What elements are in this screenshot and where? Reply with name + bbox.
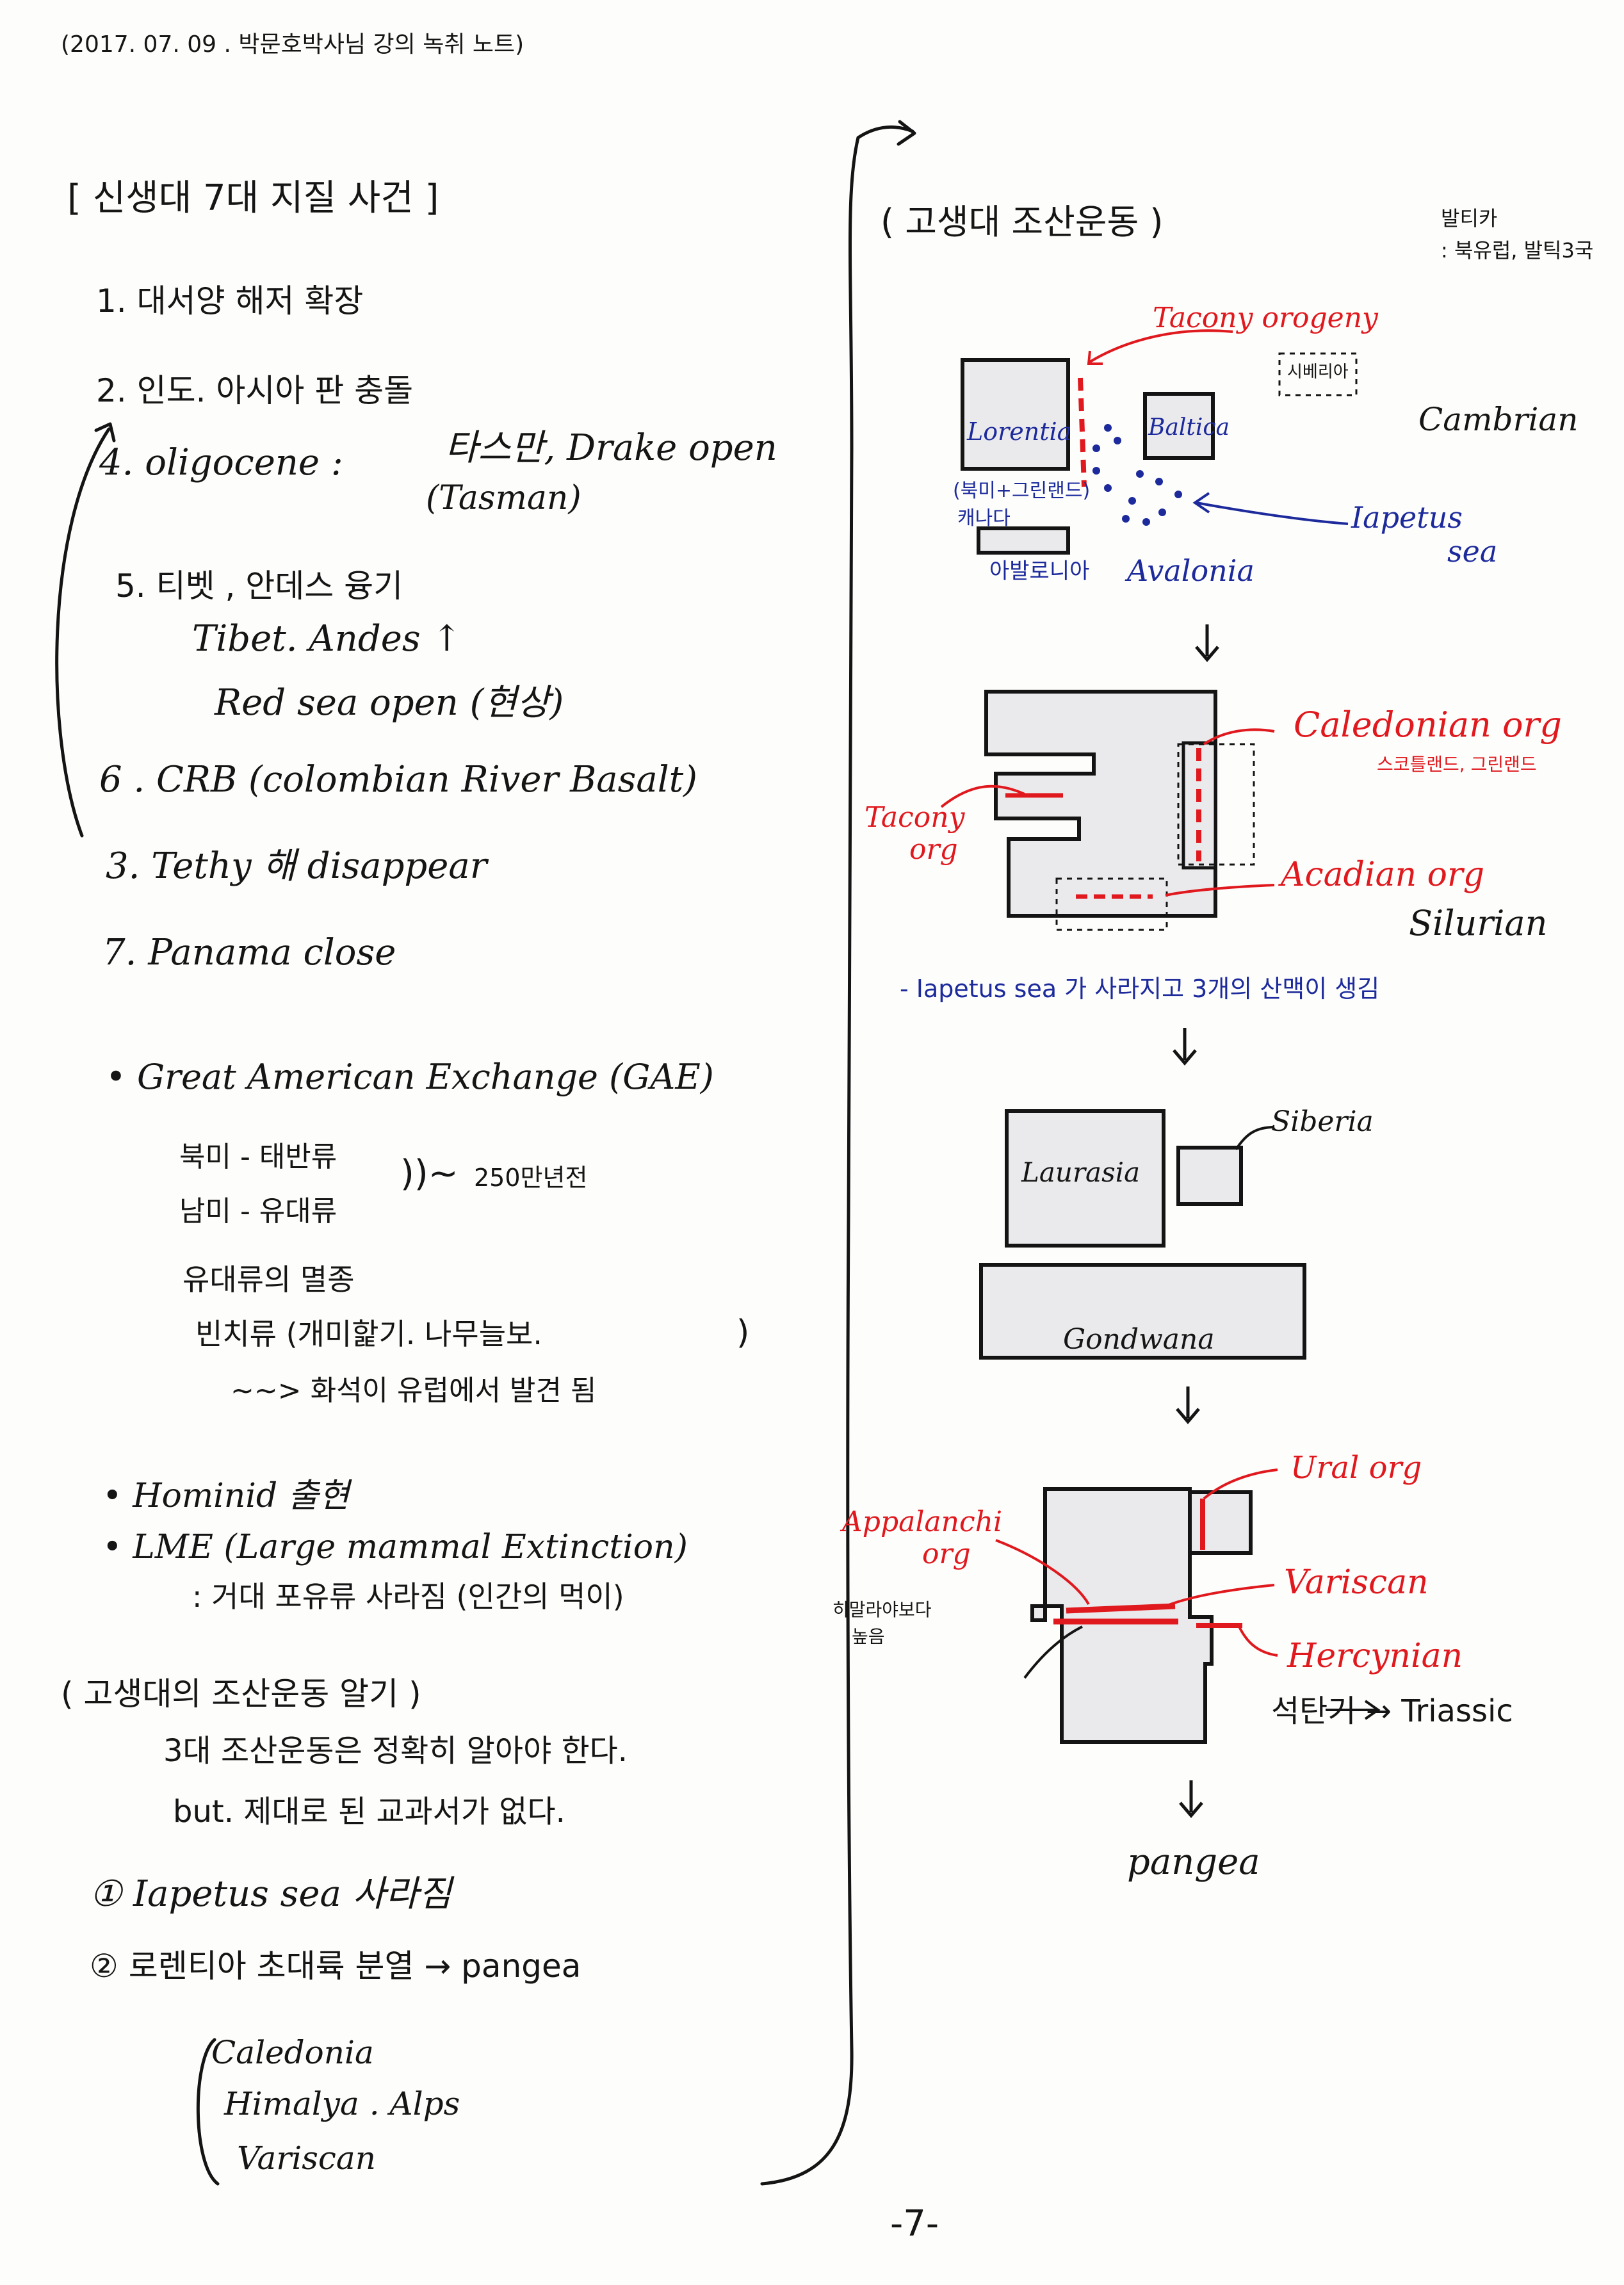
page-header: (2017. 07. 09 . 박문호박사님 강의 녹취 노트)	[61, 31, 524, 58]
column-divider-brace	[760, 136, 860, 2186]
tacony-label: Tacony	[865, 801, 965, 834]
pangea-block	[1030, 1487, 1214, 1744]
gae-edentates: 빈치류 (개미핥기. 나무늘보.	[195, 1317, 542, 1351]
cambrian-label: Cambrian	[1418, 401, 1579, 438]
avalonia-kr-label: 아발로니아	[989, 558, 1090, 584]
paleo-item1: ① Iapetus sea 사라짐	[90, 1873, 452, 1915]
lorentia-label: Lorentia	[967, 418, 1072, 446]
himalaya-note-2: 높음	[852, 1626, 885, 1647]
tacony-org-label: org	[909, 833, 958, 866]
event-3: 3. Tethy 해 disappear	[106, 845, 487, 887]
iapetus-label: Iapetus	[1351, 500, 1463, 535]
pangea-label: pangea	[1127, 1841, 1260, 1883]
baltica-block	[1143, 392, 1215, 460]
baltica-label: Baltica	[1148, 414, 1230, 441]
canada-label: 캐나다	[957, 507, 1011, 530]
baltica-note-2: : 북유럽, 발틱3국	[1441, 238, 1594, 263]
orogeny-list-3: Variscan	[237, 2140, 376, 2177]
ural-label: Ural org	[1290, 1450, 1422, 1486]
gae-extinction: 유대류의 멸종	[183, 1262, 355, 1297]
caledonian-label: Caledonian org	[1294, 704, 1562, 745]
silurian-note: - Iapetus sea 가 사라지고 3개의 산맥이 생김	[900, 975, 1380, 1003]
orogeny-list-1: Caledonia	[211, 2034, 374, 2071]
caledonian-dashed-zone	[1177, 743, 1255, 866]
event-5-detail: Tibet. Andes ↑	[192, 618, 462, 660]
gondwana-label: Gondwana	[1063, 1323, 1215, 1356]
paleo-title: ( 고생대의 조산운동 알기 )	[61, 1675, 421, 1712]
lme-desc: : 거대 포유류 사라짐 (인간의 먹이)	[192, 1579, 624, 1614]
ural-block	[1188, 1490, 1253, 1555]
iapetus-dots	[1092, 424, 1182, 526]
silurian-label: Silurian	[1409, 903, 1548, 943]
right-title: ( 고생대 조산운동 )	[881, 202, 1164, 242]
paleo-line1: 3대 조산운동은 정확히 알아야 한다.	[163, 1733, 628, 1769]
triassic-label: 석탄기 → Triassic	[1271, 1693, 1513, 1729]
lme: • LME (Large mammal Extinction)	[102, 1528, 688, 1566]
taconic-orogeny-label: Tacony orogeny	[1153, 302, 1378, 334]
caledonian-sub-label: 스코틀랜드, 그린랜드	[1377, 754, 1537, 775]
event-5: 5. 티벳 , 안데스 융기	[115, 567, 403, 605]
lorentia-block	[961, 358, 1070, 471]
laurasia-block	[1005, 1109, 1165, 1248]
gae-period: 250만년전	[474, 1164, 588, 1192]
acadian-label: Acadian org	[1281, 856, 1485, 894]
appalachian-org-label: org	[922, 1538, 971, 1570]
baltica-note-1: 발티카	[1441, 206, 1498, 231]
gae-paren: )	[736, 1313, 750, 1352]
himalaya-note-1: 히말라야보다	[832, 1599, 932, 1620]
avalonia-block	[977, 526, 1070, 555]
left-title: [ 신생대 7대 지질 사건 ]	[67, 177, 439, 219]
hominid: • Hominid 출현	[102, 1477, 350, 1515]
paleo-item2: ② 로렌티아 초대륙 분열 → pangea	[90, 1948, 581, 1985]
avalonia-label: Avalonia	[1127, 553, 1255, 588]
lorentia-kr-label: (북미+그린랜드)	[953, 480, 1091, 502]
gae-brace: ))~	[400, 1153, 459, 1194]
appalachian-label: Appalanchi	[842, 1506, 1003, 1538]
acadian-dashed-zone	[1055, 877, 1168, 931]
laurasia-label: Laurasia	[1021, 1157, 1141, 1188]
event-7: 7. Panama close	[102, 932, 396, 973]
page-number: -7-	[890, 2203, 939, 2245]
silurian-block	[984, 690, 1217, 918]
siberia-block	[1176, 1146, 1243, 1206]
event-6: 6 . CRB (colombian River Basalt)	[99, 759, 698, 801]
event-4-tasman: (Tasman)	[426, 479, 581, 517]
siberia-label: Siberia	[1271, 1105, 1374, 1138]
gae-fossils: ~~> 화석이 유럽에서 발견 됨	[231, 1374, 597, 1407]
event-2: 2. 인도. 아시아 판 충돌	[96, 372, 414, 409]
hercynian-label: Hercynian	[1287, 1637, 1463, 1675]
gondwana-block	[979, 1263, 1306, 1360]
paleo-line2: but. 제대로 된 교과서가 없다.	[173, 1794, 565, 1830]
event-4: 4. oligocene :	[99, 442, 343, 484]
gae-title: • Great American Exchange (GAE)	[106, 1057, 714, 1097]
iapetus-sea-label: sea	[1447, 534, 1498, 569]
variscan-label: Variscan	[1284, 1563, 1429, 1602]
curved-arrow-left	[55, 427, 111, 838]
event-1: 1. 대서양 해저 확장	[96, 282, 364, 320]
siberia-dashed-block	[1278, 352, 1358, 396]
gae-south: 남미 - 유대류	[179, 1195, 337, 1228]
orogeny-list-2: Himalya . Alps	[224, 2085, 460, 2122]
taconic-suture	[1078, 377, 1087, 487]
gae-north: 북미 - 태반류	[179, 1141, 337, 1173]
siberia-kr-label: 시베리아	[1287, 362, 1349, 382]
event-4-detail: 타스만, Drake open	[445, 427, 777, 469]
event-5-redsea: Red sea open (현상)	[215, 682, 564, 724]
